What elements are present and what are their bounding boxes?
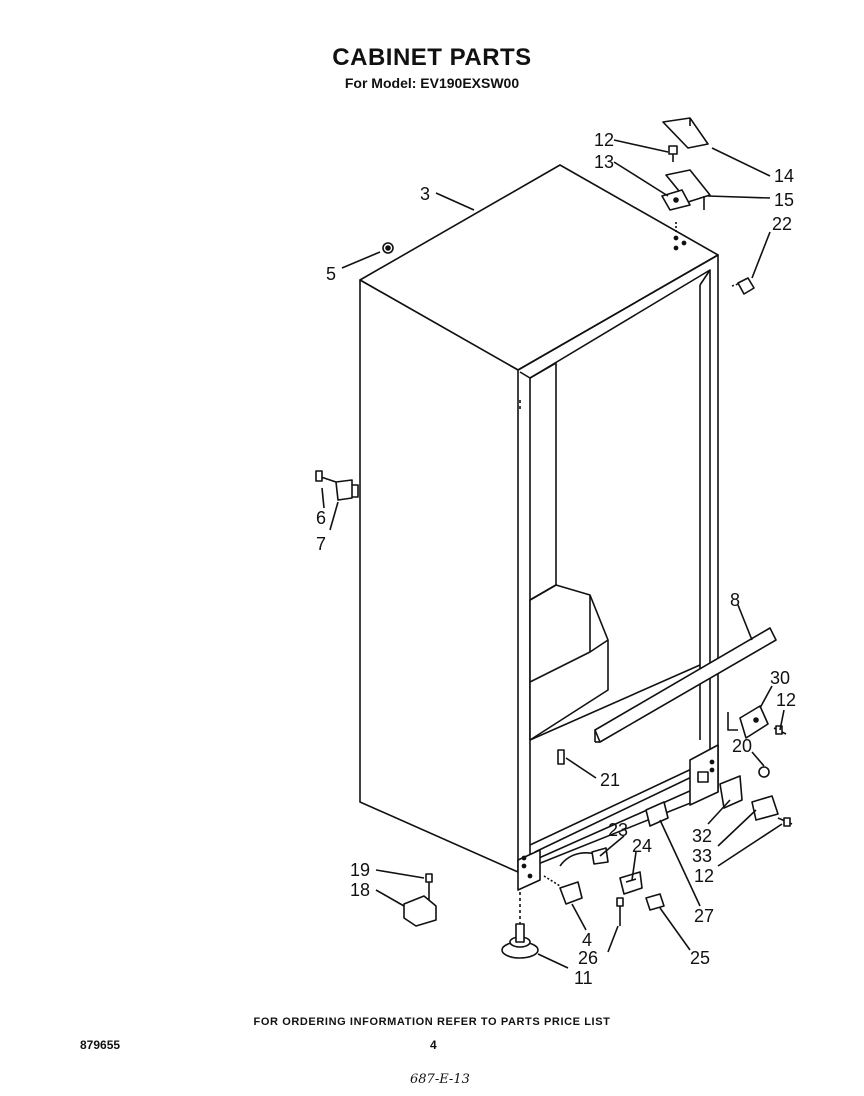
callout-21: 21 [600,770,620,790]
callout-11: 11 [574,968,593,988]
top-hinge-assembly [661,117,711,232]
model-subtitle: For Model: EV190EXSW00 [344,75,520,91]
page-number: 4 [430,1038,437,1052]
bracket-18-19 [403,873,437,927]
callout-19: 19 [350,860,370,880]
parts-24-25-26 [616,871,665,926]
callout-15: 15 [774,190,794,210]
callout-25: 25 [690,948,710,968]
callout-23: 23 [608,820,628,840]
callout-22: 22 [772,214,792,234]
callout-24: 24 [632,836,652,856]
callout-13: 13 [594,152,614,172]
ordering-note: FOR ORDERING INFORMATION REFER TO PARTS … [253,1016,611,1028]
cabinet-shell [349,164,719,891]
part-27 [645,801,669,827]
page-title: CABINET PARTS [332,44,532,71]
callout-4: 4 [582,930,592,950]
screw-clip-6-7 [315,470,353,501]
callout-12-right: 12 [776,690,796,710]
toe-grille-bar [594,627,777,743]
callout-12-top: 12 [594,130,614,150]
callout-26: 26 [578,948,598,968]
leveling-leg-11 [501,892,539,959]
callout-30: 30 [770,668,790,688]
leader-lines [321,139,785,969]
wire-23 [559,847,609,867]
callout-labels: 3 5 6 7 8 12 13 14 15 22 30 12 20 21 23 … [316,130,796,988]
callout-33: 33 [692,846,712,866]
callout-7: 7 [316,534,326,554]
callout-27: 27 [694,906,714,926]
callout-18: 18 [350,880,370,900]
callout-20: 20 [732,736,752,756]
document-number: 879655 [80,1038,121,1052]
callout-3: 3 [420,184,430,204]
callout-14: 14 [774,166,794,186]
callout-12-bottom: 12 [694,866,714,886]
callout-5: 5 [326,264,336,284]
callout-8: 8 [730,590,740,610]
bottom-hinge-assembly [719,705,793,827]
plug-22 [731,277,755,295]
callout-32: 32 [692,826,712,846]
callout-6: 6 [316,508,326,528]
handwritten-note: 687-E-13 [410,1072,470,1087]
part-4 [543,875,583,905]
clip-21 [557,749,565,765]
bumper-5 [382,242,394,254]
